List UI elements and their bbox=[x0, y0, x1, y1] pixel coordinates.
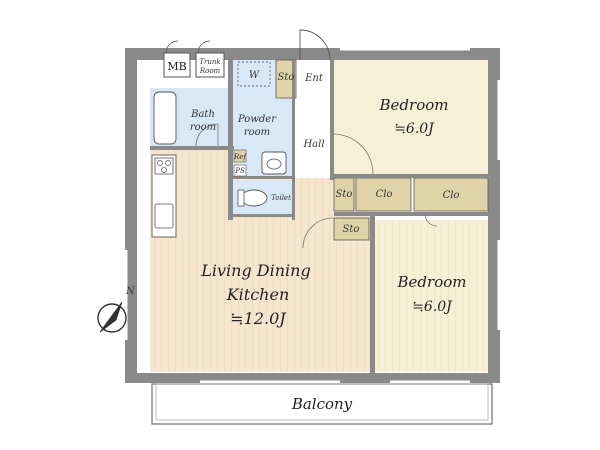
trunk-box bbox=[195, 52, 225, 78]
entrance-storage bbox=[275, 59, 297, 99]
compass-icon bbox=[97, 301, 127, 333]
bedroom1-label: Bedroom bbox=[379, 96, 449, 114]
balcony bbox=[151, 383, 493, 425]
hall-storage-label: Sto bbox=[336, 189, 353, 200]
mb-label: MB bbox=[167, 60, 186, 73]
bedroom1-floor bbox=[333, 60, 488, 175]
bath-label-line2: room bbox=[190, 122, 216, 133]
bedroom1-size: ≒6.0J bbox=[394, 121, 435, 137]
hall-floor bbox=[294, 96, 332, 178]
powder-label-line2: room bbox=[244, 127, 270, 138]
ldk-size: ≒12.0J bbox=[230, 309, 287, 328]
washer-label: W bbox=[249, 70, 260, 81]
toilet-icon bbox=[240, 189, 268, 207]
trunk-label-line2: Room bbox=[199, 67, 221, 75]
bedroom2-label: Bedroom bbox=[397, 273, 467, 291]
compass-north-label: N bbox=[125, 286, 136, 297]
closet1-label: Clo bbox=[376, 189, 393, 200]
closet2-block bbox=[413, 177, 489, 212]
bathtub-icon bbox=[153, 91, 177, 145]
washer-icon bbox=[237, 61, 271, 87]
interior-walls bbox=[150, 60, 488, 374]
ldk-storage bbox=[333, 217, 370, 241]
sink-icon bbox=[261, 151, 287, 175]
bath-label-line1: Bath bbox=[190, 109, 215, 120]
bedroom2-size: ≒6.0J bbox=[412, 299, 453, 315]
mb-box bbox=[163, 52, 191, 78]
powder-label-line1: Powder bbox=[237, 114, 277, 125]
ref-box bbox=[233, 149, 247, 163]
ref-label: Ref bbox=[233, 153, 247, 161]
ps-label: PS bbox=[234, 167, 245, 175]
bedroom2-floor bbox=[373, 220, 488, 372]
ldk-label-line2: Kitchen bbox=[226, 285, 290, 304]
closet1-block bbox=[355, 177, 412, 212]
closet2-label: Clo bbox=[443, 190, 460, 201]
entrance-label: Ent bbox=[304, 73, 324, 84]
kitchen-counter bbox=[151, 154, 177, 238]
trunk-label-line1: Trunk bbox=[199, 58, 220, 66]
door-swings bbox=[195, 123, 438, 249]
hall-label: Hall bbox=[302, 139, 324, 150]
ldk-storage-label: Sto bbox=[343, 224, 360, 235]
ldk-label-line1: Living Dining bbox=[200, 261, 310, 280]
entrance-door-icon bbox=[299, 29, 331, 61]
entrance-storage-label: Sto bbox=[278, 72, 295, 83]
balcony-label: Balcony bbox=[291, 395, 353, 413]
windows bbox=[124, 47, 501, 384]
toilet-label: Toilet bbox=[271, 194, 291, 202]
stove-icon bbox=[154, 157, 174, 175]
kitchen-sink-icon bbox=[154, 203, 174, 229]
ps-box bbox=[233, 164, 247, 177]
